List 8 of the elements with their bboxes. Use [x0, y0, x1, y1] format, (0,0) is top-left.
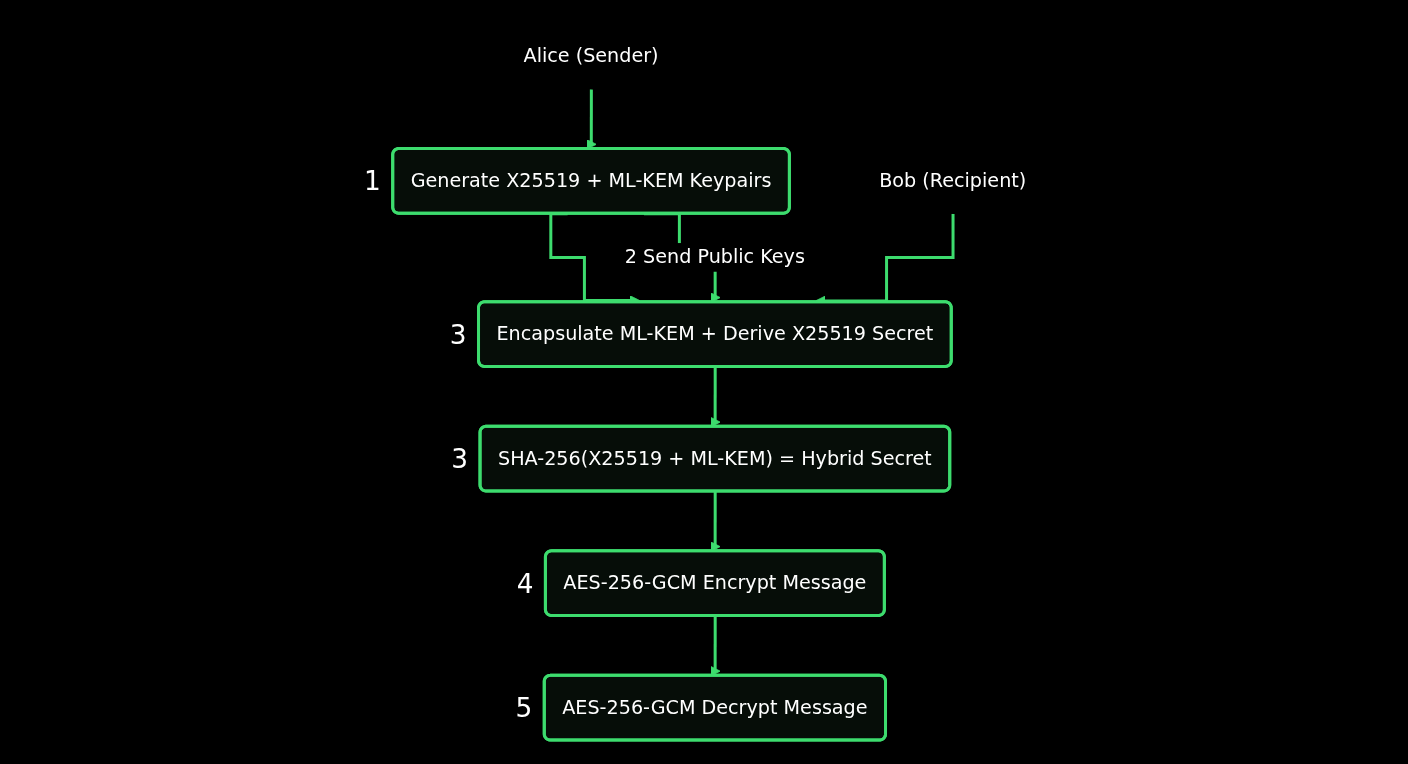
node-text: Alice (Sender)	[523, 44, 659, 68]
step-number: 1	[363, 166, 381, 197]
step-number: 3	[449, 319, 467, 350]
step-number: 4	[516, 568, 534, 599]
step-number: 3	[451, 444, 468, 475]
edge-label: 2 Send Public Keys	[624, 245, 805, 269]
step-number: 5	[515, 693, 533, 724]
node-text: Bob (Recipient)	[879, 168, 1027, 192]
